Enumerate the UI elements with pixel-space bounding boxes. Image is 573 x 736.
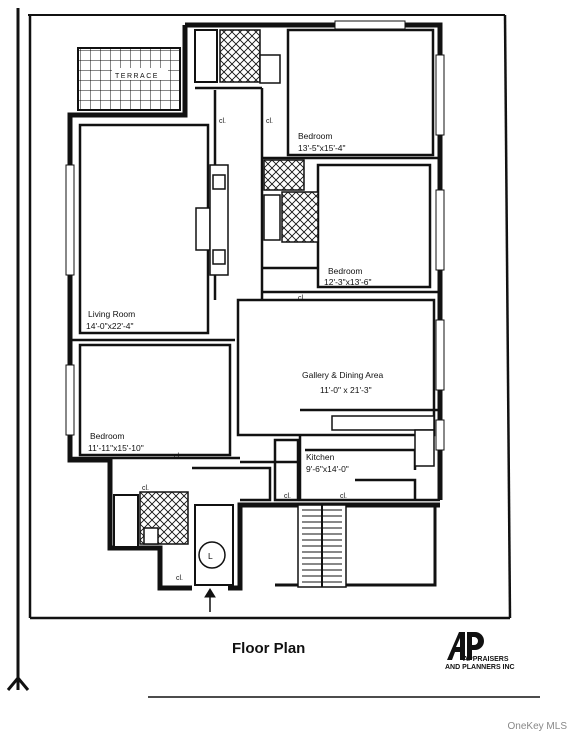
closet-label-6: cl. <box>284 493 291 500</box>
page-frame <box>6 8 540 698</box>
stairs <box>297 504 347 588</box>
terrace-label: TERRACE <box>115 73 159 80</box>
bathroom-top <box>194 29 281 84</box>
room-kitchen-dims: 9'-6"x14'-0" <box>306 464 349 474</box>
room-living-dims: 14'-0"x22'-4" <box>86 321 134 331</box>
closet-label-1: cl. <box>219 118 226 125</box>
room-bedroom-2-name: Bedroom <box>328 266 363 276</box>
elevator <box>194 504 234 586</box>
closet-label-4: cl. <box>174 453 181 460</box>
company-logo: APPRAISERS AND PLANNERS INC <box>445 630 545 680</box>
room-bedroom-3-dims: 11'-11"x15'-10" <box>88 443 144 453</box>
room-bedroom-1-dims: 13'-5"x15'-4" <box>298 143 346 153</box>
windows <box>65 20 445 451</box>
bathroom-middle <box>263 159 319 243</box>
closet-label-3: cl. <box>298 295 305 302</box>
elevator-label: L <box>208 551 213 561</box>
closet-label-7: cl. <box>340 493 347 500</box>
watermark: OneKey MLS <box>507 721 567 732</box>
kitchen-counters <box>331 415 435 467</box>
logo-text: APPRAISERS AND PLANNERS INC <box>445 656 515 672</box>
room-gallery-name: Gallery & Dining Area <box>302 370 384 380</box>
closet-label-2: cl. <box>266 118 273 125</box>
room-gallery-dims: 11'-0" x 21'-3" <box>320 385 372 395</box>
entrance-arrow <box>204 588 216 612</box>
room-kitchen-name: Kitchen <box>306 452 335 462</box>
living-room-built-ins <box>195 164 229 276</box>
room-bedroom-1-name: Bedroom <box>298 131 333 141</box>
ap-logo-icon <box>447 632 484 660</box>
bathroom-bottom <box>113 491 189 548</box>
room-living-name: Living Room <box>88 309 135 319</box>
closet-label-8: cl. <box>176 575 183 582</box>
room-bedroom-3-name: Bedroom <box>90 431 125 441</box>
closet-label-5: cl. <box>142 485 149 492</box>
logo-line-2: AND PLANNERS INC <box>445 664 515 671</box>
room-bedroom-2-dims: 12'-3"x13'-6" <box>324 277 372 287</box>
logo-line-1: APPRAISERS <box>463 656 509 663</box>
terrace <box>77 47 181 111</box>
floor-plan-title: Floor Plan <box>232 640 306 657</box>
